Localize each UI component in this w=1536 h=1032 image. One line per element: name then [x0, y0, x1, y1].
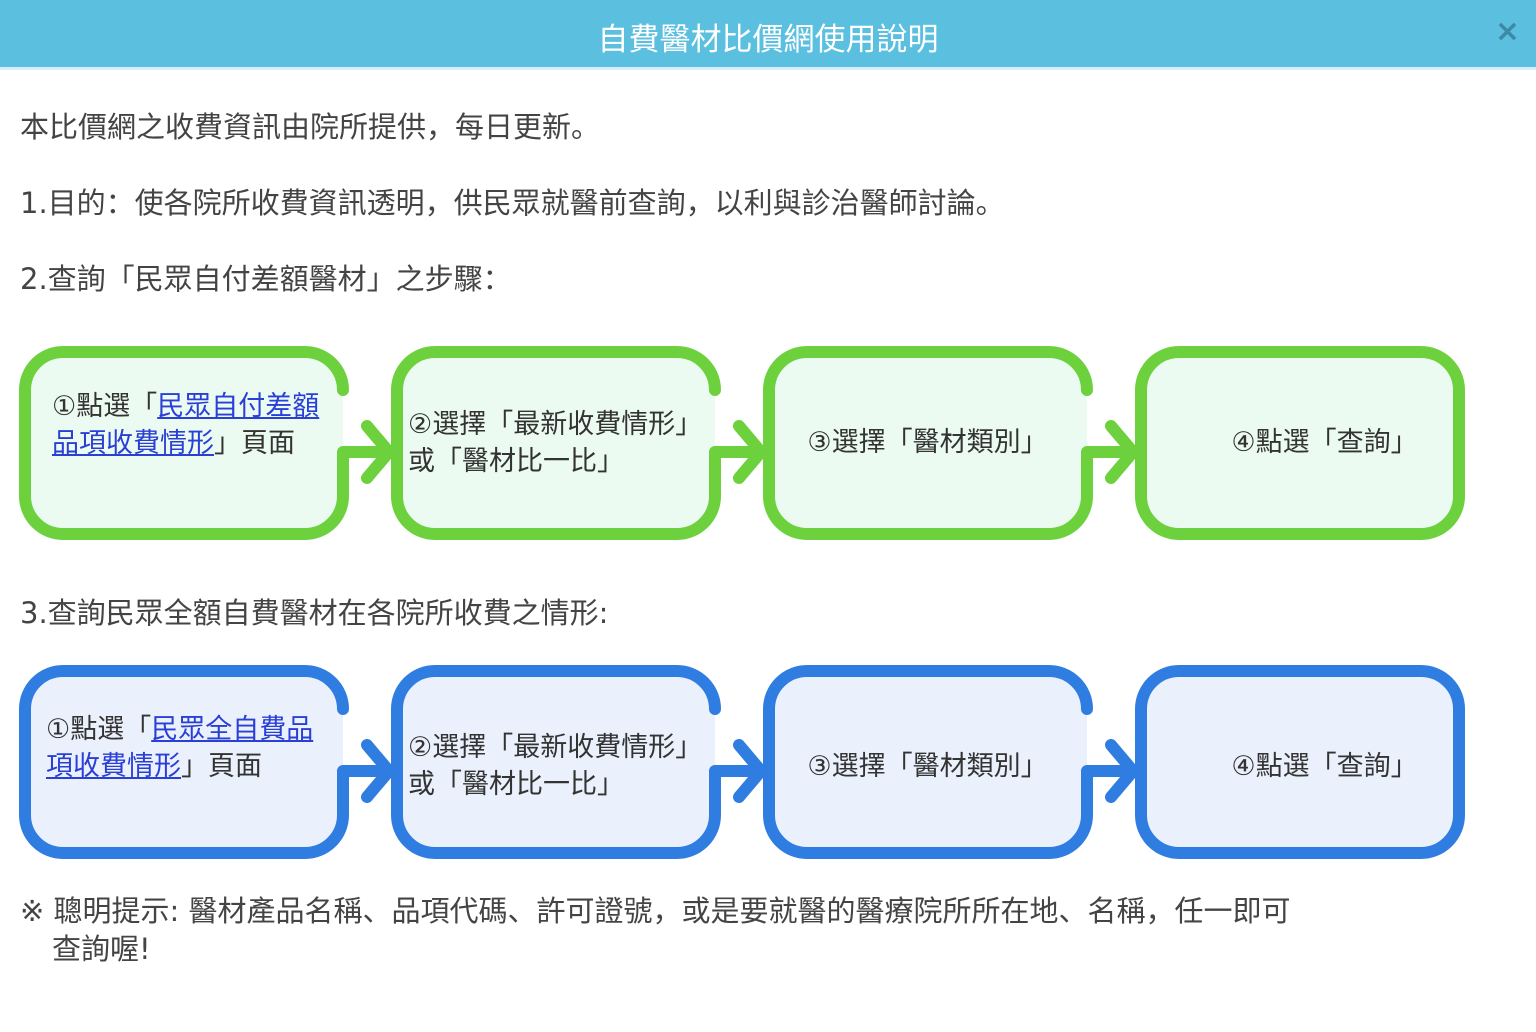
green-box-4-fill: [1141, 352, 1459, 534]
blue-box-2-fill: [397, 671, 715, 853]
blue-box-2-border: [391, 665, 765, 859]
dialog-title: 自費醫材比價網使用說明: [597, 22, 939, 58]
blue-box-4-border: [1135, 665, 1465, 859]
blue-box-3-fill: [769, 671, 1087, 853]
link-self-pay-difference[interactable]: 民眾自付差額品項收費情形: [52, 391, 320, 459]
green-arrow-right-icon: [733, 420, 767, 484]
blue-box-1-border: [19, 665, 393, 859]
blue-box-1-fill: [25, 671, 343, 853]
section2-heading: 2.查詢「民眾自付差額醫材」之步驟：: [20, 262, 512, 296]
green-box-3-fill: [769, 352, 1087, 534]
dialog-header: 自費醫材比價網使用說明 ×: [0, 0, 1536, 70]
green-arrow-right-icon: [361, 420, 395, 484]
green-box-2-border: [391, 346, 765, 540]
step-text: ①點選「: [52, 391, 158, 422]
step-3-green: ③選擇「醫材類別」: [807, 427, 1048, 458]
step-2-green: ②選擇「最新收費情形」或「醫材比一比」: [408, 409, 703, 477]
step-1-blue: ①點選「民眾全自費品項收費情形」頁面: [46, 711, 316, 785]
step-1-green: ①點選「民眾自付差額品項收費情形」頁面: [52, 388, 322, 462]
step-2-blue: ②選擇「最新收費情形」或「醫材比一比」: [408, 732, 703, 800]
link-full-self-pay[interactable]: 民眾全自費品項收費情形: [46, 714, 314, 782]
green-box-2-fill: [397, 352, 715, 534]
smart-tip: ※ 聰明提示: 醫材產品名稱、品項代碼、許可證號，或是要就醫的醫療院所所在地、名…: [20, 892, 1520, 968]
step-text: 」頁面: [214, 428, 295, 459]
green-box-1-border: [19, 346, 393, 540]
step-4-blue: ④點選「查詢」: [1231, 751, 1418, 782]
tip-line-2: 查詢喔!: [52, 932, 151, 966]
blue-arrow-right-icon: [733, 739, 767, 803]
step-text: ①點選「: [46, 714, 152, 745]
green-arrow-right-icon: [1105, 420, 1139, 484]
green-box-4-border: [1135, 346, 1465, 540]
green-box-3-border: [763, 346, 1137, 540]
close-icon[interactable]: ×: [1494, 14, 1520, 49]
section3-heading: 3.查詢民眾全額自費醫材在各院所收費之情形:: [20, 596, 609, 630]
purpose-text: 1.目的：使各院所收費資訊透明，供民眾就醫前查詢，以利與診治醫師討論。: [20, 186, 1005, 220]
step-3-blue: ③選擇「醫材類別」: [807, 751, 1048, 782]
intro-text: 本比價網之收費資訊由院所提供，每日更新。: [20, 110, 601, 144]
step-text: 」頁面: [181, 751, 262, 782]
blue-box-4-fill: [1141, 671, 1459, 853]
blue-arrow-right-icon: [361, 739, 395, 803]
blue-arrow-right-icon: [1105, 739, 1139, 803]
green-box-1-fill: [25, 352, 343, 534]
blue-box-3-border: [763, 665, 1137, 859]
step-4-green: ④點選「查詢」: [1231, 427, 1418, 458]
tip-line-1: ※ 聰明提示: 醫材產品名稱、品項代碼、許可證號，或是要就醫的醫療院所所在地、名…: [20, 894, 1291, 928]
